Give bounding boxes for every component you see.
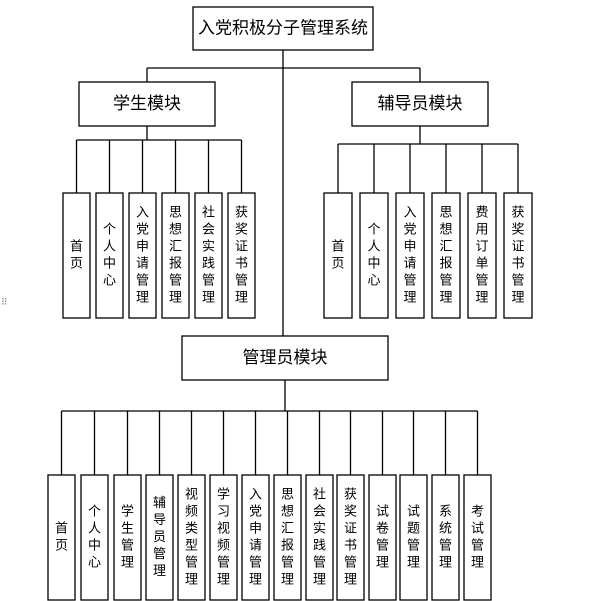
student-child-box xyxy=(227,192,256,319)
admin-child-label: 辅导员管理 xyxy=(153,496,166,579)
counselor-child-label: 获奖证书管理 xyxy=(511,206,524,306)
student-child-box xyxy=(95,192,124,319)
counselor-child-box xyxy=(323,192,353,319)
admin-child-box xyxy=(273,474,302,601)
admin-child-box xyxy=(399,474,428,601)
admin-child-box xyxy=(463,474,492,601)
admin-child-box xyxy=(177,474,206,601)
admin-child-box xyxy=(431,474,460,601)
counselor-child-box xyxy=(467,192,497,319)
counselor-child-label: 个人中心 xyxy=(367,223,380,289)
student-child-box xyxy=(194,192,223,319)
counselor-child-box xyxy=(503,192,533,319)
diagram-connectors xyxy=(60,50,519,475)
counselor-child-box xyxy=(431,192,461,319)
admin-child-box xyxy=(336,474,365,601)
admin-child-label: 学习视频管理 xyxy=(217,487,230,588)
drag-handle-icon[interactable]: ⠿ xyxy=(1,298,8,308)
admin-module-box xyxy=(181,335,389,381)
admin-child-label: 系统管理 xyxy=(439,505,452,571)
admin-child-label: 视频类型管理 xyxy=(185,488,198,588)
admin-module-title: 管理员模块 xyxy=(243,348,328,368)
counselor-child-box xyxy=(395,192,425,319)
student-child-label: 个人中心 xyxy=(103,223,116,289)
counselor-child-label: 入党申请管理 xyxy=(403,206,416,306)
student-child-box xyxy=(62,192,91,319)
diagram-nodes: 入党积极分子管理系统学生模块首页个人中心入党申请管理思想汇报管理社会实践管理获奖… xyxy=(47,6,533,601)
counselor-child-box xyxy=(359,192,389,319)
admin-child-label: 社会实践管理 xyxy=(313,487,326,588)
counselor-child-label: 费用订单管理 xyxy=(475,206,488,306)
admin-child-label: 考试管理 xyxy=(471,505,484,571)
admin-child-box xyxy=(209,474,238,601)
admin-child-label: 学生管理 xyxy=(121,504,134,571)
admin-child-label: 入党申请管理 xyxy=(249,488,262,588)
counselor-child-label: 思想汇报管理 xyxy=(439,206,452,306)
admin-child-box xyxy=(145,474,174,601)
student-child-label: 社会实践管理 xyxy=(202,205,215,306)
admin-child-box xyxy=(305,474,334,601)
admin-child-label: 首页 xyxy=(55,522,68,554)
student-child-box xyxy=(161,192,190,319)
admin-child-label: 试题管理 xyxy=(407,505,420,571)
student-child-label: 首页 xyxy=(70,240,83,272)
admin-child-label: 思想汇报管理 xyxy=(281,488,294,588)
student-child-label: 思想汇报管理 xyxy=(169,206,182,306)
admin-child-box xyxy=(241,474,270,601)
student-module-title: 学生模块 xyxy=(113,94,181,114)
student-child-label: 入党申请管理 xyxy=(136,206,149,306)
root-box xyxy=(192,6,374,51)
admin-child-label: 获奖证书管理 xyxy=(344,488,357,588)
admin-child-box xyxy=(47,474,76,601)
counselor-module-box xyxy=(351,81,489,127)
admin-child-label: 个人中心 xyxy=(88,505,101,571)
student-child-label: 获奖证书管理 xyxy=(235,206,248,306)
root-title: 入党积极分子管理系统 xyxy=(198,19,368,39)
student-module-box xyxy=(78,81,216,127)
admin-child-box xyxy=(113,474,142,601)
admin-child-label: 试卷管理 xyxy=(376,505,389,571)
counselor-module-title: 辅导员模块 xyxy=(378,94,463,114)
admin-child-box xyxy=(368,474,397,601)
student-child-box xyxy=(128,192,157,319)
admin-child-box xyxy=(80,474,109,601)
counselor-child-label: 首页 xyxy=(331,240,344,272)
